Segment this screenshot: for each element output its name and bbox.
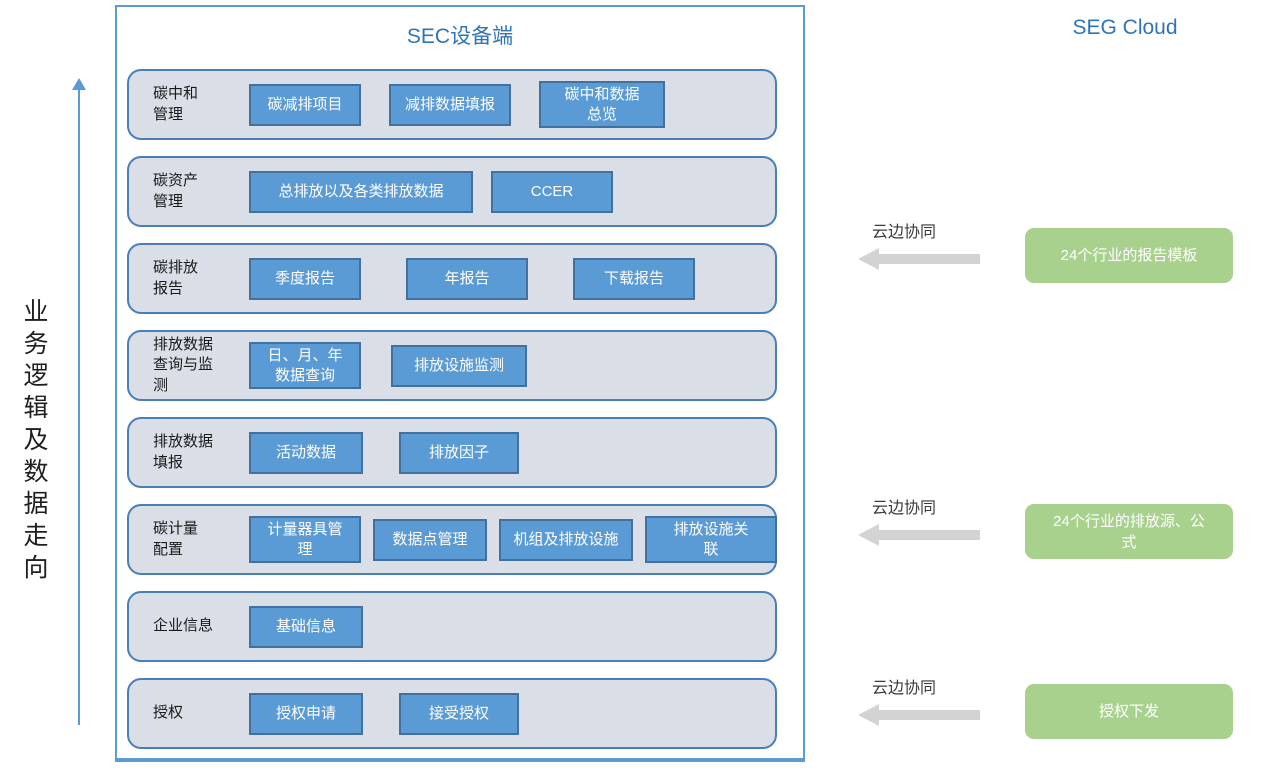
module-chip: 排放因子 [399, 431, 519, 474]
cloud-capability-box: 24个行业的报告模板 [1025, 228, 1233, 283]
up-arrow-line [78, 89, 80, 725]
cloud-sync-label: 云边协同 [872, 224, 937, 241]
left-arrow-icon [858, 524, 980, 546]
module-row-label: 排放数据填报 [153, 433, 214, 471]
module-row-8: 授权 授权申请接受授权 [127, 678, 777, 749]
left-arrow-icon [858, 248, 980, 270]
module-chip: 数据点管理 [373, 518, 487, 561]
arrow-bar [878, 710, 980, 720]
module-row-6: 碳计量配置 计量器具管理数据点管理机组及排放设施排放设施关联 [127, 504, 777, 575]
arrow-head [858, 704, 879, 726]
module-row-label: 排放数据查询与监测 [153, 336, 214, 394]
cloud-sync-group-2: 云边协同 24个行业的排放源、公式 [858, 494, 1238, 586]
module-chip: 授权申请 [249, 692, 363, 735]
module-chip-list: 计量器具管理数据点管理机组及排放设施排放设施关联 [249, 516, 777, 563]
module-chip: 碳中和数据总览 [539, 81, 665, 128]
arrow-head [858, 524, 879, 546]
arrow-bar [878, 530, 980, 540]
module-chip: 计量器具管理 [249, 516, 361, 563]
module-chip-list: 日、月、年数据查询排放设施监测 [249, 342, 527, 389]
cloud-sync-label: 云边协同 [872, 500, 937, 517]
module-chip: 排放设施关联 [645, 516, 777, 563]
module-chip-list: 总排放以及各类排放数据 CCER [249, 170, 613, 213]
module-row-4: 排放数据查询与监测日、月、年数据查询排放设施监测 [127, 330, 777, 401]
device-panel: SEC设备端 碳中和管理 碳减排项目减排数据填报碳中和数据总览碳资产管理 总排放以及… [115, 5, 805, 762]
module-chip-list: 季度报告 年报告 下载报告 [249, 257, 695, 300]
module-chip: CCER [491, 170, 613, 213]
module-row-label: 碳排放报告 [153, 259, 199, 297]
left-arrow-icon [858, 704, 980, 726]
module-row-2: 碳资产管理 总排放以及各类排放数据 CCER [127, 156, 777, 227]
flow-axis-label: 业务逻辑及数据走向 [20, 298, 48, 586]
cloud-sync-group-3: 云边协同 授权下发 [858, 674, 1238, 766]
module-row-label: 碳中和管理 [153, 85, 199, 123]
module-chip-list: 基础信息 [249, 605, 363, 648]
module-chip-list: 活动数据排放因子 [249, 431, 519, 474]
cloud-capability-box: 24个行业的排放源、公式 [1025, 504, 1233, 559]
module-chip: 下载报告 [573, 257, 695, 300]
module-row-label: 碳计量配置 [153, 520, 199, 558]
module-rows: 碳中和管理 碳减排项目减排数据填报碳中和数据总览碳资产管理 总排放以及各类排放数据 C… [127, 69, 777, 749]
module-chip: 活动数据 [249, 431, 363, 474]
module-chip-list: 碳减排项目减排数据填报碳中和数据总览 [249, 81, 665, 128]
cloud-panel-title: SEG Cloud [1072, 16, 1178, 39]
module-row-5: 排放数据填报活动数据排放因子 [127, 417, 777, 488]
cloud-capability-box: 授权下发 [1025, 684, 1233, 739]
module-chip: 碳减排项目 [249, 83, 361, 126]
module-chip: 总排放以及各类排放数据 [249, 170, 473, 213]
module-chip: 减排数据填报 [389, 83, 511, 126]
arrow-bar [878, 254, 980, 264]
module-chip: 基础信息 [249, 605, 363, 648]
module-chip-list: 授权申请接受授权 [249, 692, 519, 735]
module-chip: 季度报告 [249, 257, 361, 300]
module-row-label: 碳资产管理 [153, 172, 199, 210]
up-arrow-head-icon [72, 78, 86, 90]
cloud-sync-group-1: 云边协同 24个行业的报告模板 [858, 218, 1238, 310]
module-chip: 年报告 [406, 257, 528, 300]
module-chip: 机组及排放设施 [499, 518, 633, 561]
module-row-label: 授权 [153, 704, 184, 722]
module-chip: 排放设施监测 [391, 344, 527, 387]
module-row-label: 企业信息 [153, 617, 214, 635]
device-panel-title: SEC设备端 [406, 25, 514, 48]
cloud-sync-label: 云边协同 [872, 680, 937, 697]
module-row-3: 碳排放报告 季度报告 年报告 下载报告 [127, 243, 777, 314]
arrow-head [858, 248, 879, 270]
module-row-1: 碳中和管理 碳减排项目减排数据填报碳中和数据总览 [127, 69, 777, 140]
module-chip: 日、月、年数据查询 [249, 342, 361, 389]
module-row-7: 企业信息 基础信息 [127, 591, 777, 662]
module-chip: 接受授权 [399, 692, 519, 735]
